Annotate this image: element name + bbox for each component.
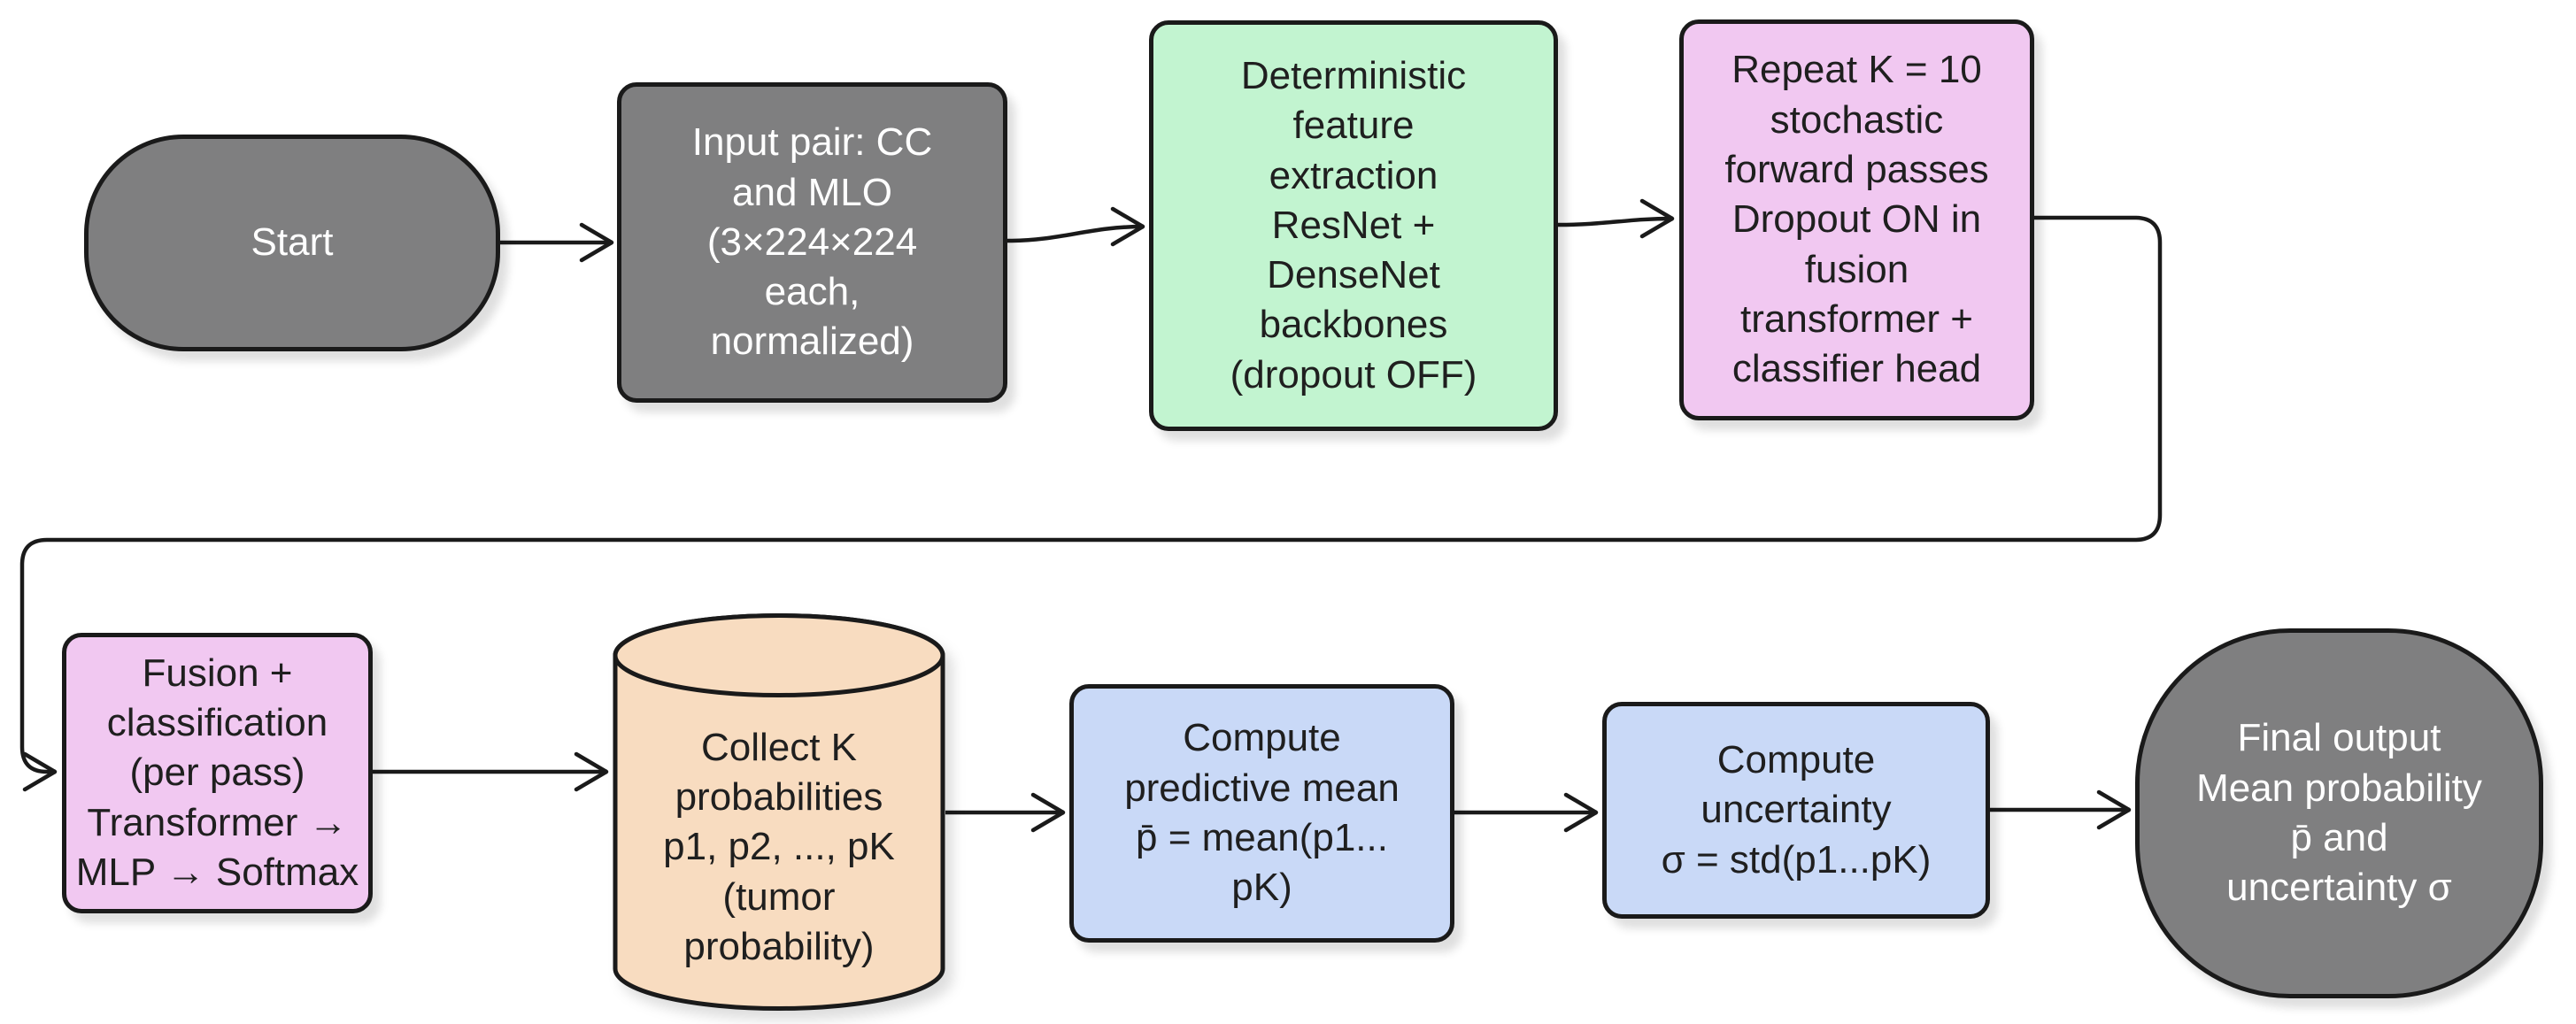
node-fusion-classification-label: Fusion + classification (per pass) Trans… — [75, 651, 359, 894]
node-final-output-label: Final output Mean probability p̄ and unc… — [2196, 716, 2482, 910]
node-feature-extraction-label: Deterministic feature extraction ResNet … — [1230, 53, 1477, 397]
node-collect-probabilities: Collect K probabilities p1, p2, ..., pK … — [613, 613, 945, 1011]
edge-input-extract — [1006, 206, 1145, 247]
node-uncertainty-label: Compute uncertainty σ = std(p1...pK) — [1661, 738, 1932, 882]
node-final-output: Final output Mean probability p̄ and unc… — [2135, 628, 2543, 998]
edge-extract-repeat — [1557, 198, 1675, 239]
node-fusion-classification: Fusion + classification (per pass) Trans… — [62, 633, 373, 913]
node-collect-probabilities-label: Collect K probabilities p1, p2, ..., pK … — [663, 725, 895, 968]
node-input-pair: Input pair: CC and MLO (3×224×224 each, … — [617, 82, 1007, 403]
edge-repeat-fusion-wraparound — [19, 215, 2163, 792]
node-predictive-mean-label: Compute predictive mean p̄ = mean(p1... … — [1124, 716, 1400, 910]
node-start-label: Start — [251, 220, 334, 265]
node-repeat-passes: Repeat K = 10 stochastic forward passes … — [1679, 19, 2034, 420]
node-start: Start — [84, 135, 500, 351]
node-feature-extraction: Deterministic feature extraction ResNet … — [1149, 20, 1558, 431]
node-input-pair-label: Input pair: CC and MLO (3×224×224 each, … — [691, 120, 933, 364]
node-uncertainty: Compute uncertainty σ = std(p1...pK) — [1602, 702, 1990, 919]
node-predictive-mean: Compute predictive mean p̄ = mean(p1... … — [1069, 684, 1454, 943]
cylinder-shape — [613, 613, 945, 1011]
node-repeat-passes-label: Repeat K = 10 stochastic forward passes … — [1724, 48, 1989, 391]
